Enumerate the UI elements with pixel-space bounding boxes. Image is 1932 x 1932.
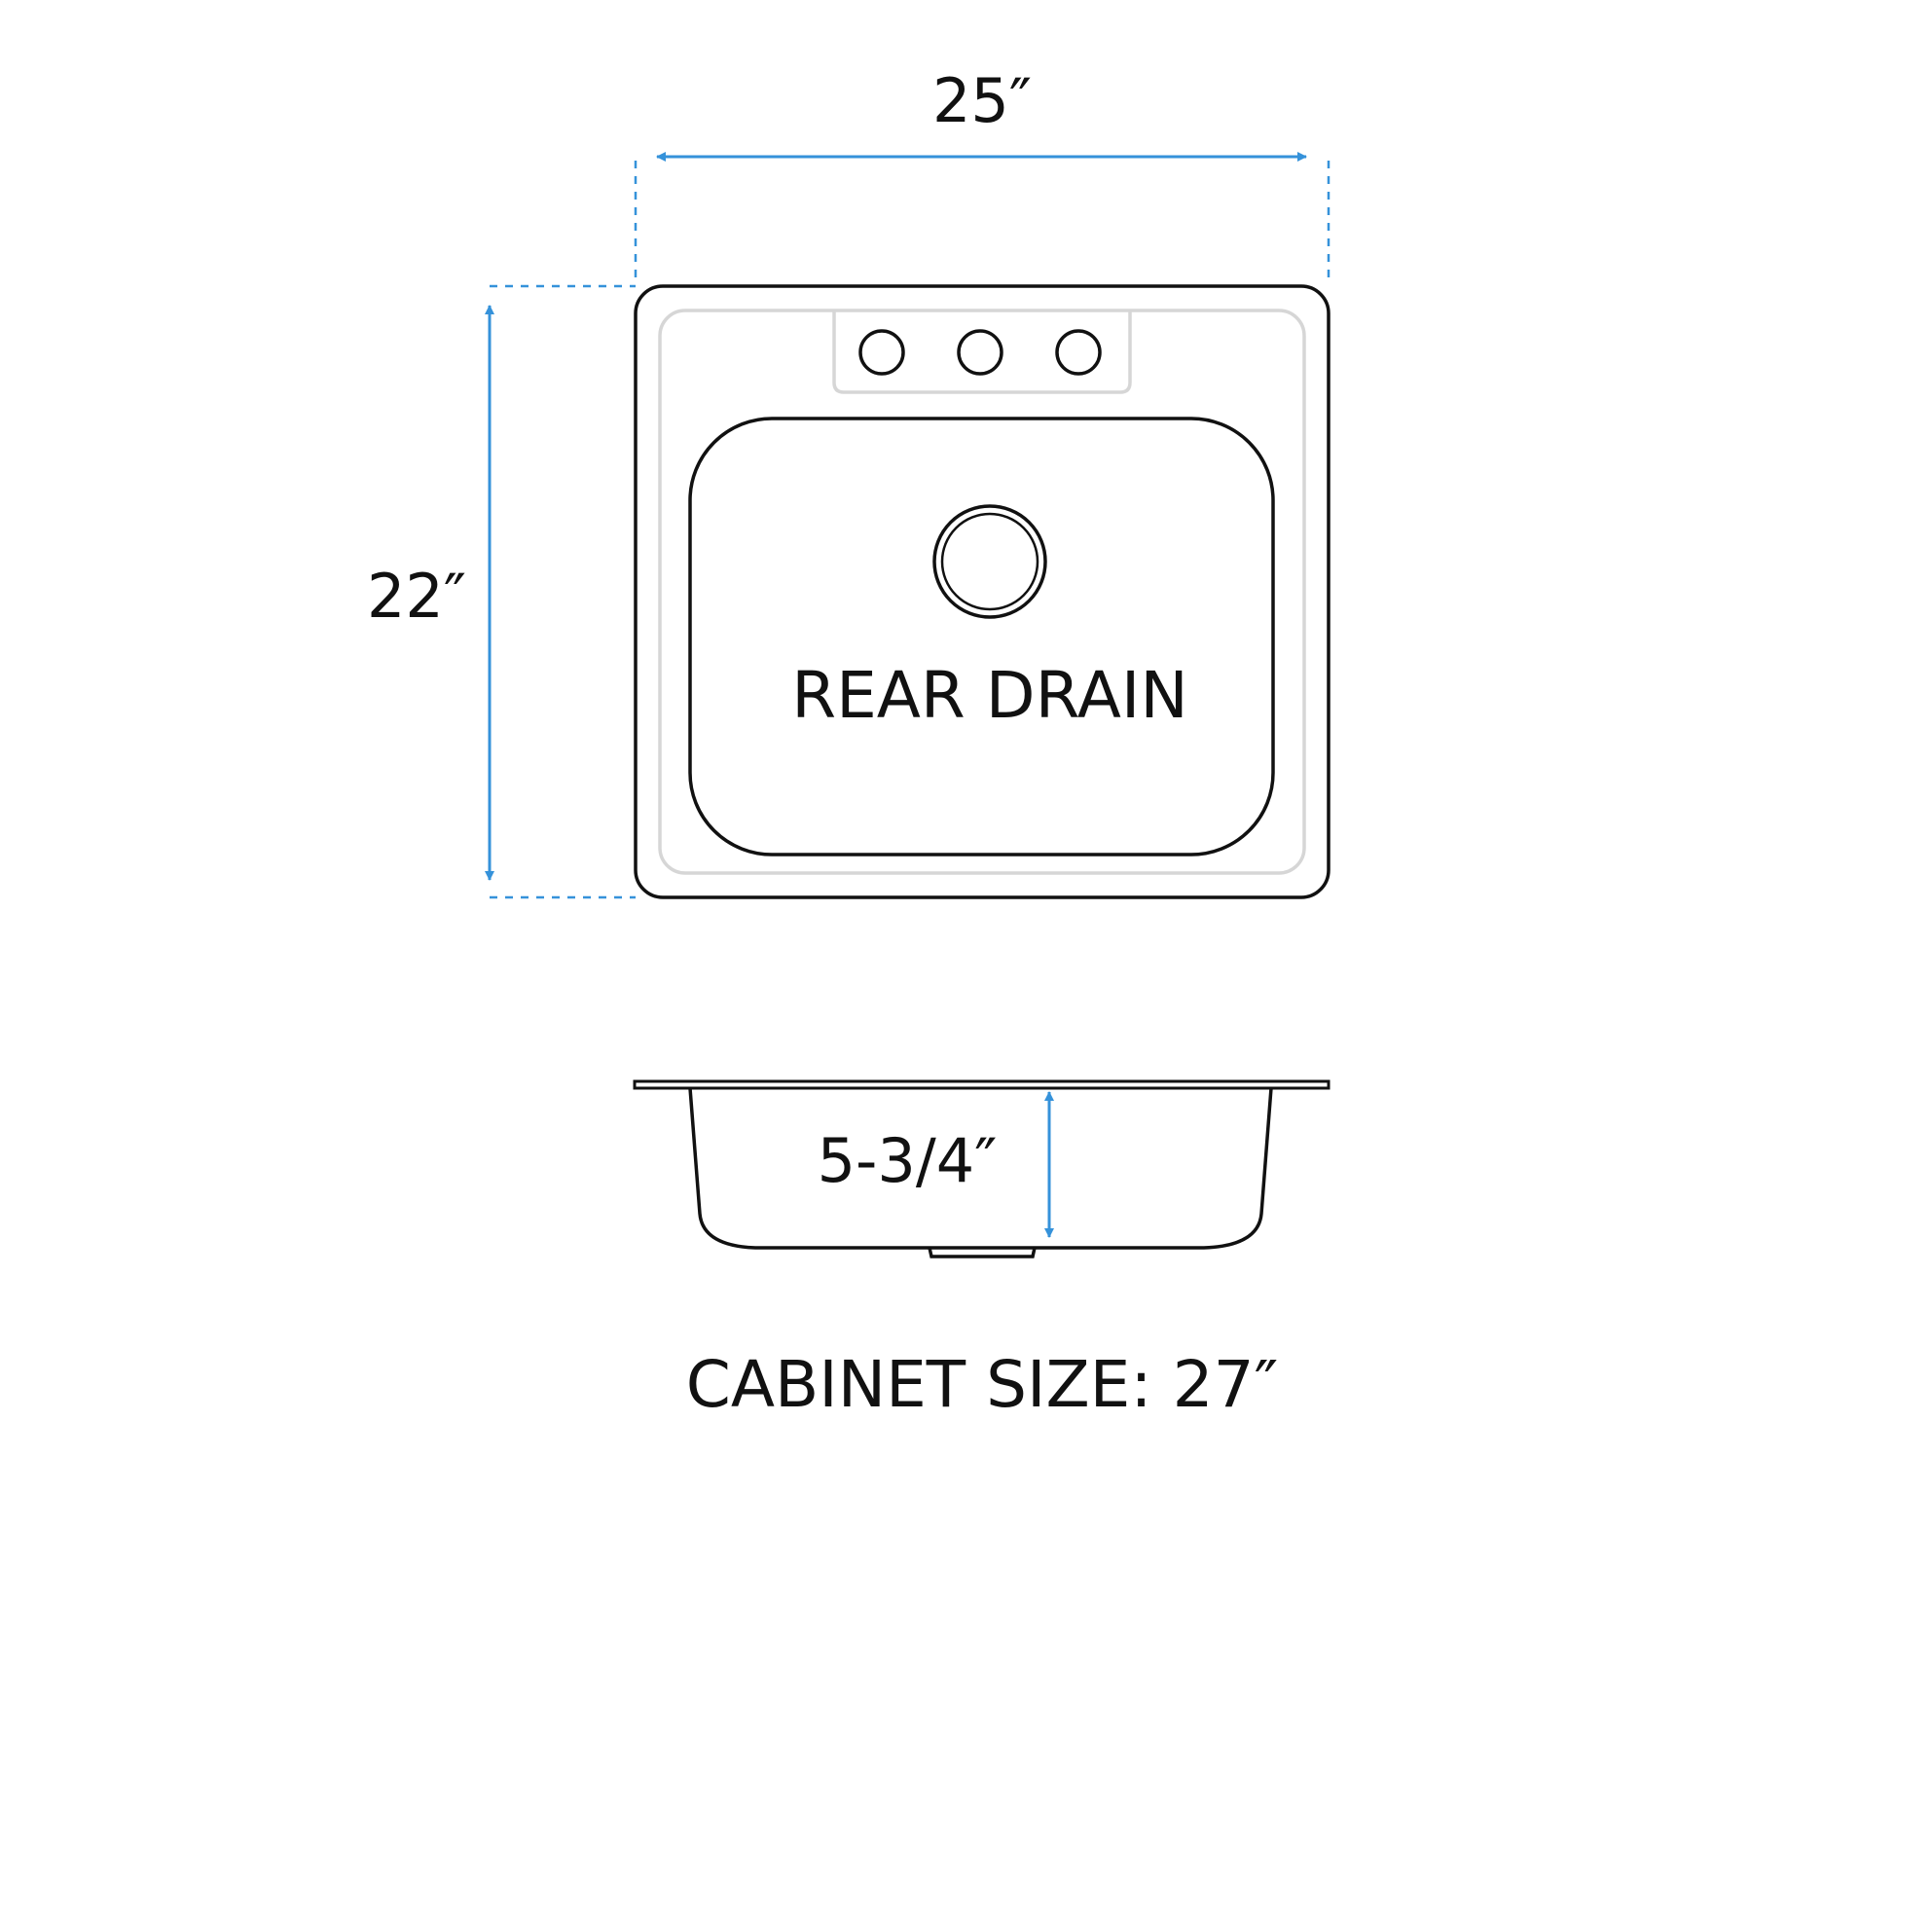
sink-outer-flange	[634, 284, 1331, 899]
depth-dimension: 5-3/4″	[818, 1091, 1054, 1238]
drain-icon	[932, 504, 1047, 619]
sink-inner-rim	[658, 309, 1306, 875]
faucet-hole-icon	[1055, 329, 1102, 376]
depth-label: 5-3/4″	[818, 1125, 998, 1196]
side-view: 5-3/4″	[633, 1079, 1331, 1258]
faucet-hole-icon	[957, 329, 1003, 376]
side-flange	[633, 1079, 1331, 1090]
drain-inner-ring	[940, 512, 1039, 611]
cabinet-size-label: CABINET SIZE: 27″	[686, 1347, 1278, 1422]
top-view: 25″ 22″ REAR DRAIN	[367, 65, 1331, 899]
side-bowl-profile	[688, 1087, 1273, 1250]
faucet-hole-icon	[858, 329, 905, 376]
length-dimension: 22″	[367, 284, 636, 899]
drain-outer-ring	[932, 504, 1047, 619]
faucet-holes	[858, 329, 1102, 376]
faucet-deck	[832, 310, 1132, 394]
sink-bowl	[688, 417, 1275, 857]
width-label: 25″	[932, 65, 1032, 136]
side-drain-tail	[928, 1247, 1037, 1258]
length-label: 22″	[367, 561, 466, 632]
drain-label: REAR DRAIN	[791, 658, 1188, 733]
width-dimension: 25″	[634, 65, 1331, 282]
